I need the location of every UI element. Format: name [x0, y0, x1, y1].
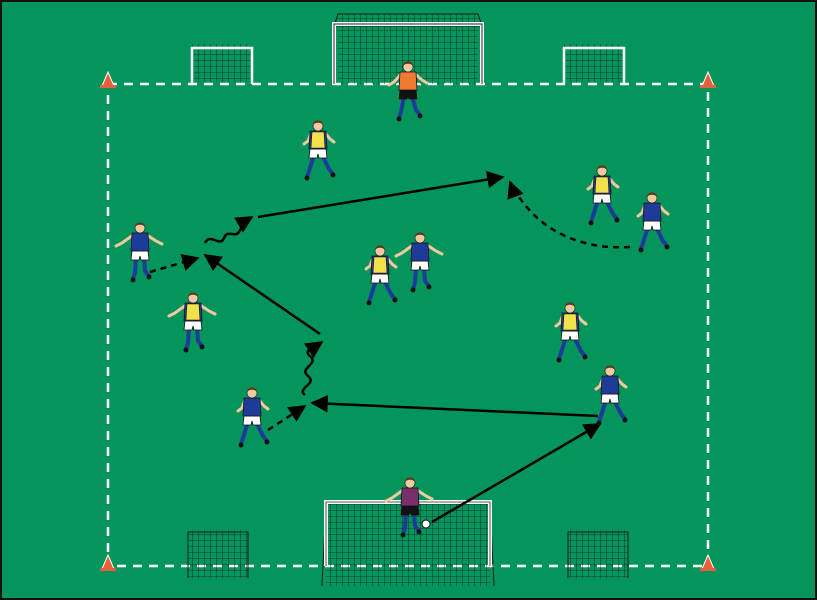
- player-blue-left-back: [236, 387, 270, 448]
- cone-bottom-right: [700, 553, 716, 571]
- dribble-arrow-left-back: [301, 340, 324, 396]
- player-yellow-right-top: [586, 165, 620, 226]
- mini-goal-top-left: [190, 44, 254, 84]
- player-blue-centre: [394, 232, 444, 293]
- main-goal-top: [332, 13, 484, 84]
- run-arrow-right-top: [507, 180, 631, 249]
- player-yellow-centre: [364, 245, 398, 306]
- pass-arrow-to-left-wing: [203, 253, 321, 336]
- mini-goal-top-right: [562, 44, 626, 84]
- pass-arrow-to-right-top: [257, 170, 505, 219]
- cone-top-right: [700, 70, 716, 88]
- player-gk-bottom: [384, 477, 434, 538]
- player-yellow-top: [302, 120, 336, 181]
- cone-bottom-left: [100, 553, 116, 571]
- pass-arrow-right-to-left: [310, 394, 599, 418]
- dribble-arrow-left-wing: [203, 215, 254, 244]
- movement-arrows: [149, 170, 631, 524]
- ball: [421, 519, 431, 529]
- player-blue-left-wing: [114, 222, 164, 283]
- player-blue-right-top: [636, 192, 670, 253]
- player-yellow-right-mid: [554, 302, 588, 363]
- main-goal-bottom: [321, 500, 495, 587]
- cone-top-left: [100, 70, 116, 88]
- run-arrow-left-back: [267, 404, 307, 432]
- mini-goal-bottom-left: [187, 530, 249, 578]
- players: [114, 61, 670, 538]
- player-blue-right-mid: [594, 365, 628, 426]
- player-yellow-left: [167, 292, 217, 353]
- run-arrow-left-wing: [149, 254, 200, 274]
- player-gk-top: [387, 61, 429, 122]
- pass-arrow-gk-to-right: [431, 422, 602, 524]
- mini-goal-bottom-right: [567, 530, 629, 578]
